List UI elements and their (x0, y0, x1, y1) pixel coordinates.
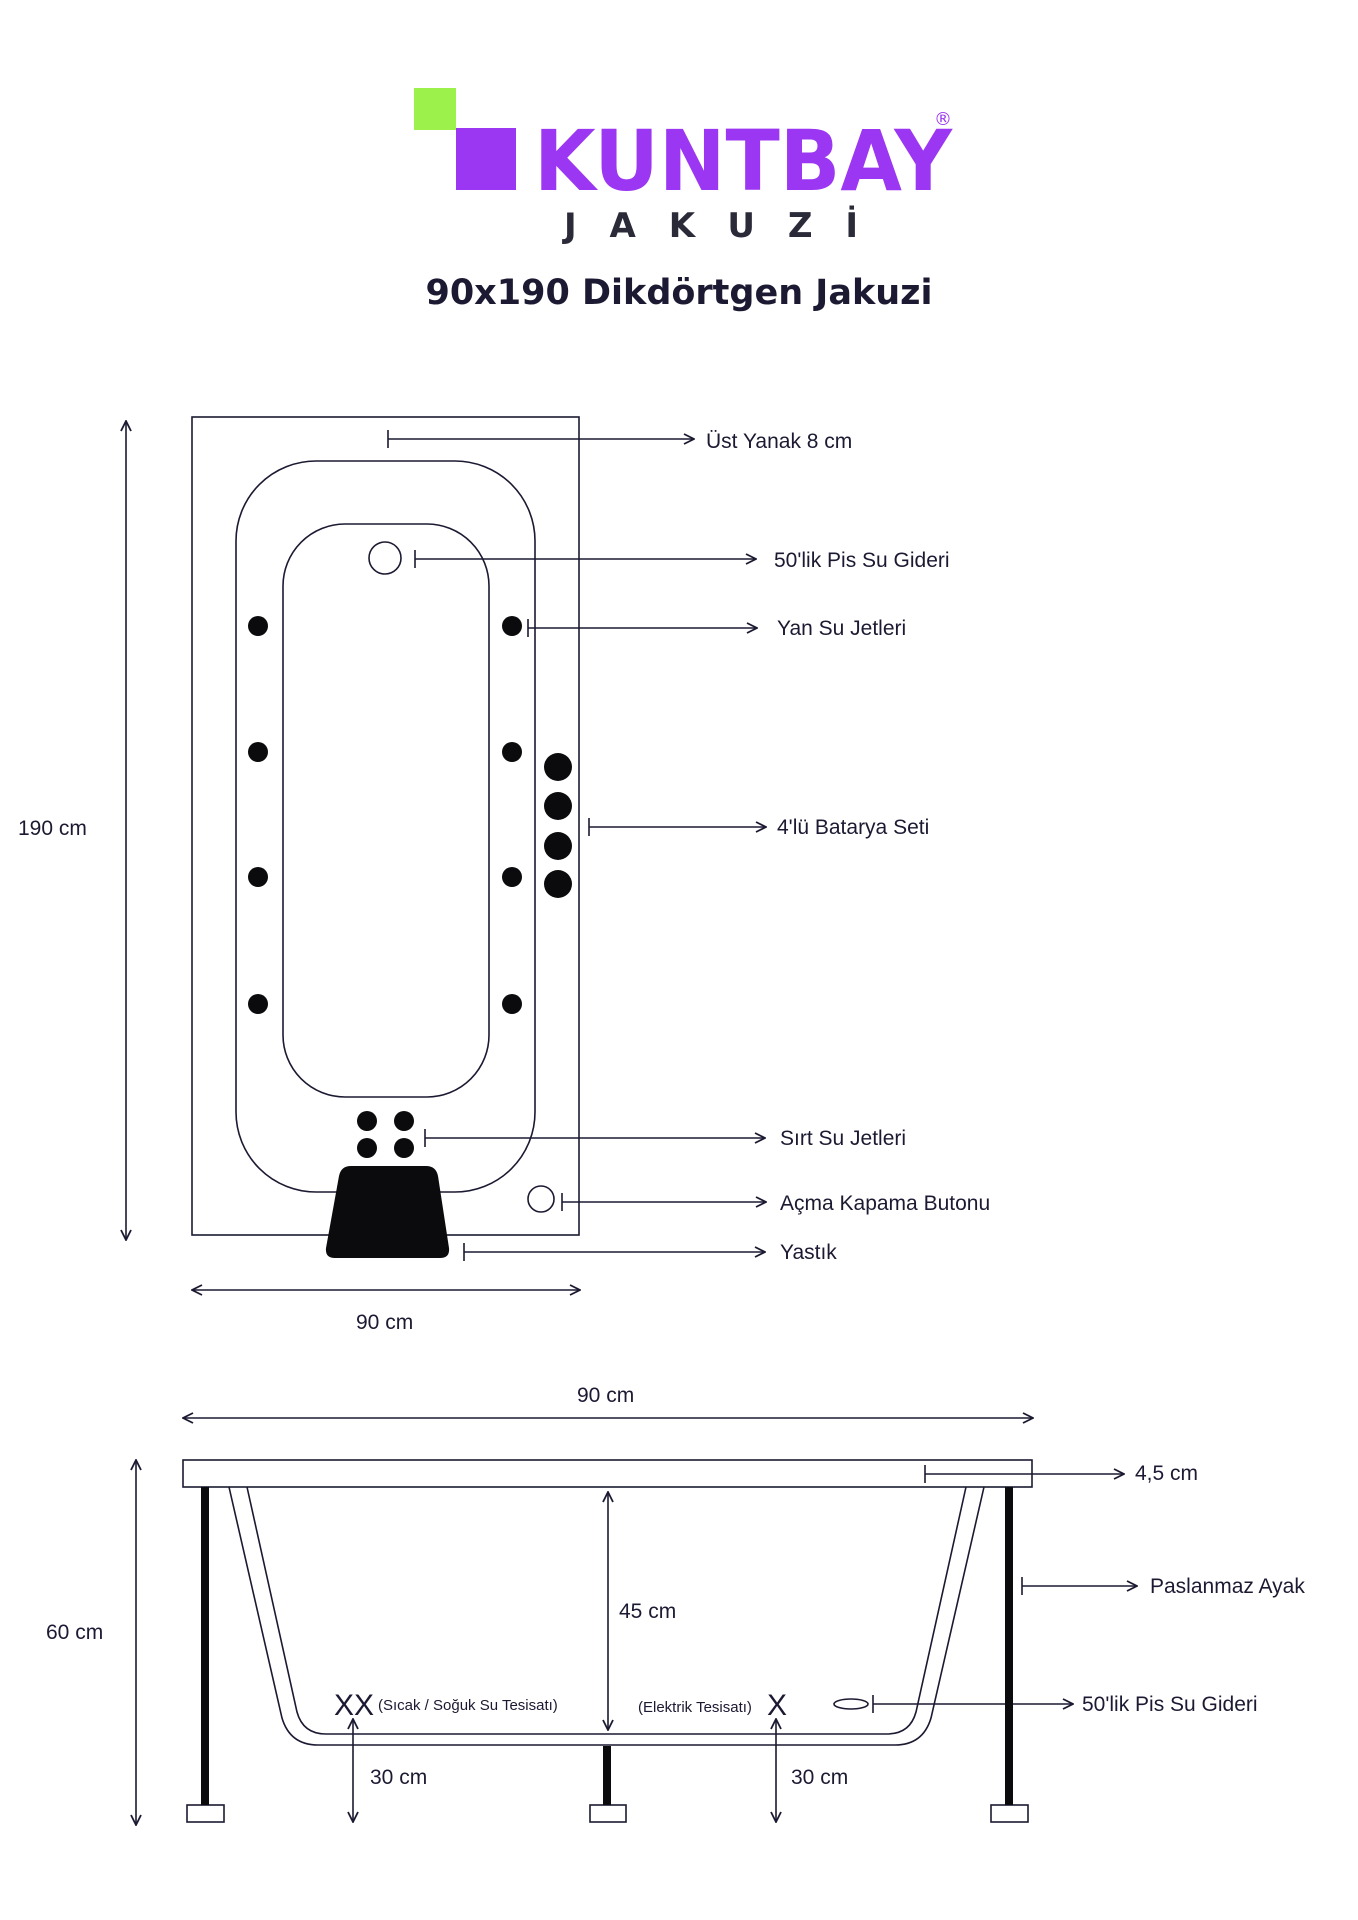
side-rim (182, 1459, 1033, 1488)
side-jet (248, 994, 268, 1014)
logo-purple-bar (456, 128, 516, 190)
tub-body-outer (228, 1486, 985, 1746)
electric-install-mark: X (767, 1689, 788, 1722)
label-pis-su-gideri: 50'lik Pis Su Gideri (774, 549, 950, 572)
battery-knob (544, 753, 572, 781)
electric-install-label: (Elektrik Tesisatı) (638, 1699, 752, 1716)
stainless-leg-middle (603, 1746, 611, 1805)
depth-label: 45 cm (619, 1600, 677, 1623)
side-height-label: 60 cm (46, 1621, 104, 1644)
back-jet (357, 1111, 377, 1131)
leg-foot-left (186, 1804, 225, 1823)
label-paslanmaz-ayak: Paslanmaz Ayak (1150, 1575, 1305, 1598)
rim-thickness-label: 4,5 cm (1135, 1462, 1199, 1485)
side-jet (502, 994, 522, 1014)
back-jet (394, 1138, 414, 1158)
side-jet (248, 616, 268, 636)
page-title: 90x190 Dikdörtgen Jakuzi (425, 273, 933, 313)
battery-knob (544, 792, 572, 820)
dimension-width-label: 90 cm (356, 1311, 414, 1334)
side-jet (502, 616, 522, 636)
label-pis-su-gideri-side: 50'lik Pis Su Gideri (1082, 1693, 1258, 1716)
side-jet (248, 742, 268, 762)
back-jet (394, 1111, 414, 1131)
logo-green-square (414, 88, 456, 130)
water-install-mark: XX (334, 1689, 375, 1722)
stainless-leg-right (1005, 1487, 1013, 1805)
kuntbay-logo: KUNTBAY ® JAKUZİ (414, 88, 953, 246)
label-yan-su-jetleri: Yan Su Jetleri (777, 617, 907, 640)
leg-foot-middle (589, 1804, 627, 1823)
side-width-label: 90 cm (577, 1384, 635, 1407)
logo-registered-mark: ® (934, 109, 952, 130)
on-off-button (527, 1185, 555, 1213)
label-yastik: Yastık (780, 1241, 837, 1264)
back-jet (357, 1138, 377, 1158)
battery-knob (544, 870, 572, 898)
tub-outer-frame (191, 416, 580, 1236)
electric-install-height-label: 30 cm (791, 1766, 849, 1789)
pillow (325, 1166, 450, 1258)
dimension-height-label: 190 cm (18, 817, 87, 840)
leg-foot-right (990, 1804, 1029, 1823)
side-jet (502, 742, 522, 762)
water-install-height-label: 30 cm (370, 1766, 428, 1789)
drain-oval-side (833, 1698, 869, 1710)
label-ust-yanak: Üst Yanak 8 cm (706, 430, 853, 453)
stainless-leg-left (201, 1487, 209, 1805)
drain-circle-top (368, 541, 402, 575)
side-jet (502, 867, 522, 887)
battery-knob (544, 832, 572, 860)
label-acma-kapama-butonu: Açma Kapama Butonu (780, 1192, 991, 1215)
label-sirt-su-jetleri: Sırt Su Jetleri (780, 1127, 907, 1150)
water-install-label: (Sıcak / Soğuk Su Tesisatı) (378, 1697, 558, 1714)
label-batarya-seti: 4'lü Batarya Seti (777, 816, 930, 839)
tub-body-inner (246, 1486, 967, 1735)
logo-wordmark: KUNTBAY (534, 112, 953, 210)
side-jet (248, 867, 268, 887)
tub-basin (282, 523, 490, 1098)
